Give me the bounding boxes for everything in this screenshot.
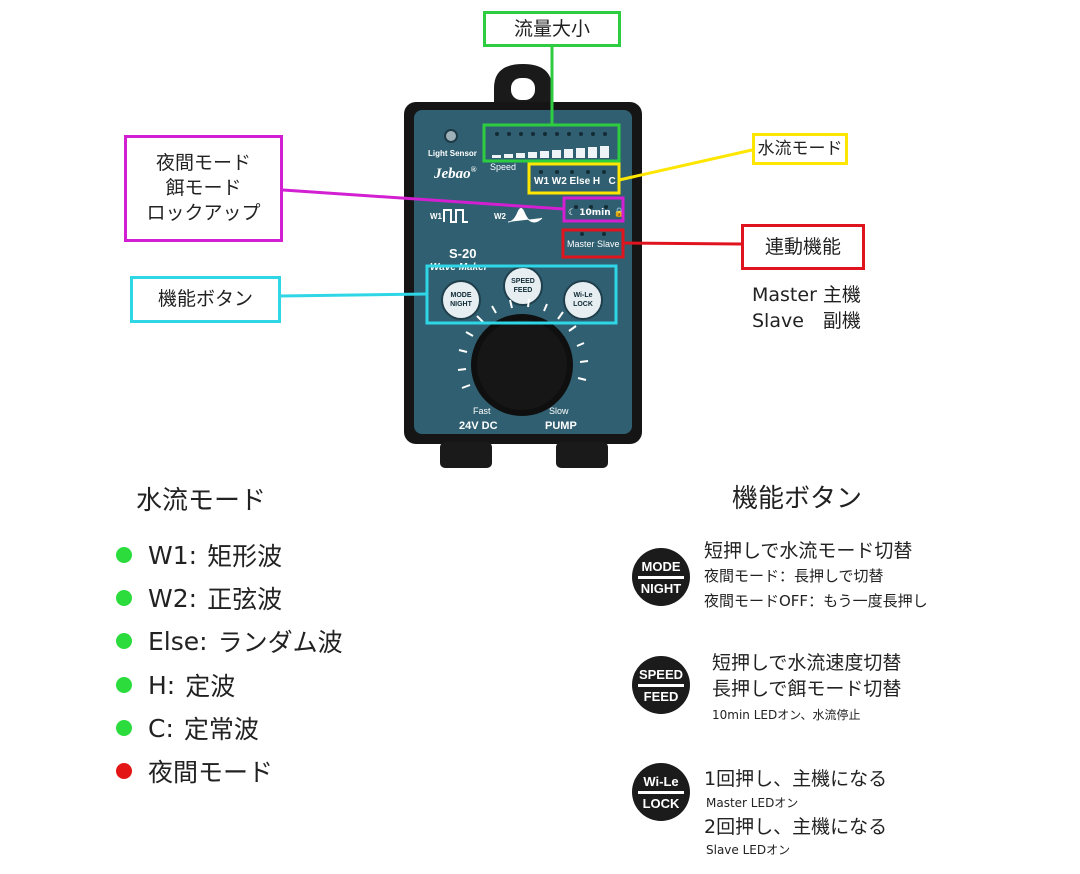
brand-logo: Jebao® xyxy=(434,165,477,183)
w1-label: W1 xyxy=(430,212,442,221)
red-dot-icon xyxy=(116,763,132,779)
wile-icon-bottom: LOCK xyxy=(642,796,680,811)
green-dot-icon xyxy=(116,720,132,736)
speed-desc-line-2: 長押しで餌モード切替 xyxy=(712,678,902,700)
device-mode-bottom: NIGHT xyxy=(450,301,472,308)
link-function-text: 連動機能 xyxy=(764,235,841,258)
icon-divider xyxy=(638,791,684,794)
wile-desc-line-1: 1回押し、主機になる xyxy=(704,768,888,790)
speed-icon-top: SPEED xyxy=(638,667,684,682)
wile-lock-button-icon: Wi-Le LOCK xyxy=(632,763,690,821)
light-sensor-label: Light Sensor xyxy=(428,149,477,158)
mode-item-night: 夜間モード xyxy=(116,753,273,789)
green-dot-icon xyxy=(116,633,132,649)
mode-night-button-icon: MODE NIGHT xyxy=(632,548,690,606)
speed-label: Speed xyxy=(490,162,517,172)
flow-callout-text: 流量大小 xyxy=(513,17,590,40)
model-label: S-20 xyxy=(449,246,477,261)
device-wile-button[interactable]: Wi-Le LOCK xyxy=(564,291,602,309)
mode-value: 夜間モード xyxy=(148,758,274,787)
device-speed-top: SPEED xyxy=(511,278,535,285)
mode-item-w2: W2: 正弦波 xyxy=(116,580,282,616)
slow-label: Slow xyxy=(549,406,569,416)
wile-desc-line-2: Master LEDオン xyxy=(706,796,799,810)
water-mode-callout: 水流モード xyxy=(752,133,848,165)
green-dot-icon xyxy=(116,677,132,693)
w2-label: W2 xyxy=(494,212,506,221)
fast-label: Fast xyxy=(473,406,491,416)
mode-icon-bottom: NIGHT xyxy=(640,581,682,596)
device-wile-top: Wi-Le xyxy=(573,292,593,299)
device-mode-top: MODE xyxy=(450,292,472,299)
master-slave-label: Master Slave xyxy=(567,239,620,249)
lockup-text: ロックアップ xyxy=(146,202,261,224)
speed-desc-line-1: 短押しで水流速度切替 xyxy=(712,652,902,674)
speed-icon-bottom: FEED xyxy=(643,689,679,704)
feed-mode-text: 餌モード xyxy=(165,177,242,199)
mode-value: 定常波 xyxy=(183,715,259,744)
mode-key: W2: xyxy=(148,583,198,613)
mode-value: 矩形波 xyxy=(207,542,283,571)
brand-name: Jebao xyxy=(434,166,471,182)
mode-value: 定波 xyxy=(185,672,236,701)
night-feed-lock-callout: 夜間モード 餌モード ロックアップ xyxy=(124,135,283,242)
speed-desc-line-3: 10min LEDオン、水流停止 xyxy=(712,708,861,722)
mode-item-else: Else: ランダム波 xyxy=(116,623,343,659)
master-description: Master 主機 xyxy=(752,284,861,306)
pump-label: PUMP xyxy=(545,420,577,432)
flow-callout: 流量大小 xyxy=(483,11,621,47)
mode-value: 正弦波 xyxy=(207,585,283,614)
speed-feed-button-icon: SPEED FEED xyxy=(632,656,690,714)
water-mode-title: 水流モード xyxy=(136,486,267,516)
mode-value: ランダム波 xyxy=(217,628,343,657)
device-speed-button[interactable]: SPEED FEED xyxy=(504,277,542,295)
mode-desc-line-2: 夜間モード：長押しで切替 xyxy=(704,567,884,585)
square-wave-icon xyxy=(443,209,468,223)
link-function-callout: 連動機能 xyxy=(741,224,865,270)
mode-key: W1: xyxy=(148,540,198,570)
dc-label: 24V DC xyxy=(459,420,498,432)
mode-row-label: W1 W2 Else H C xyxy=(534,176,616,187)
device-mode-button[interactable]: MODE NIGHT xyxy=(442,291,480,309)
night-mode-text: 夜間モード xyxy=(155,152,251,174)
slave-description: Slave 副機 xyxy=(752,310,861,332)
device-speed-bottom: FEED xyxy=(513,287,533,294)
mode-icon-top: MODE xyxy=(641,559,681,574)
function-buttons-callout: 機能ボタン xyxy=(130,276,281,323)
mode-key: H: xyxy=(148,670,176,700)
mode-item-c: C: 定常波 xyxy=(116,710,259,746)
wile-icon-top: Wi-Le xyxy=(643,774,679,789)
function-buttons-title: 機能ボタン xyxy=(732,484,863,514)
mode-item-h: H: 定波 xyxy=(116,667,235,703)
brand-mark: ® xyxy=(470,165,477,174)
wile-desc-line-4: Slave LEDオン xyxy=(706,843,791,857)
mode-desc-line-3: 夜間モードOFF：もう一度長押し xyxy=(704,592,928,610)
icon-divider xyxy=(638,684,684,687)
sine-wave-icon xyxy=(507,208,543,223)
wile-desc-line-3: 2回押し、主機になる xyxy=(704,816,888,838)
lock-row-label: ☾ 10min 🔒 xyxy=(568,208,625,218)
icon-divider xyxy=(638,576,684,579)
mode-item-w1: W1: 矩形波 xyxy=(116,537,282,573)
water-mode-callout-text: 水流モード xyxy=(757,138,843,159)
function-buttons-callout-text: 機能ボタン xyxy=(157,288,253,310)
mode-key: C: xyxy=(148,713,174,743)
green-dot-icon xyxy=(116,590,132,606)
device-wile-bottom: LOCK xyxy=(573,301,593,308)
green-dot-icon xyxy=(116,547,132,563)
mode-desc-line-1: 短押しで水流モード切替 xyxy=(704,540,913,562)
mode-key: Else: xyxy=(148,626,208,656)
